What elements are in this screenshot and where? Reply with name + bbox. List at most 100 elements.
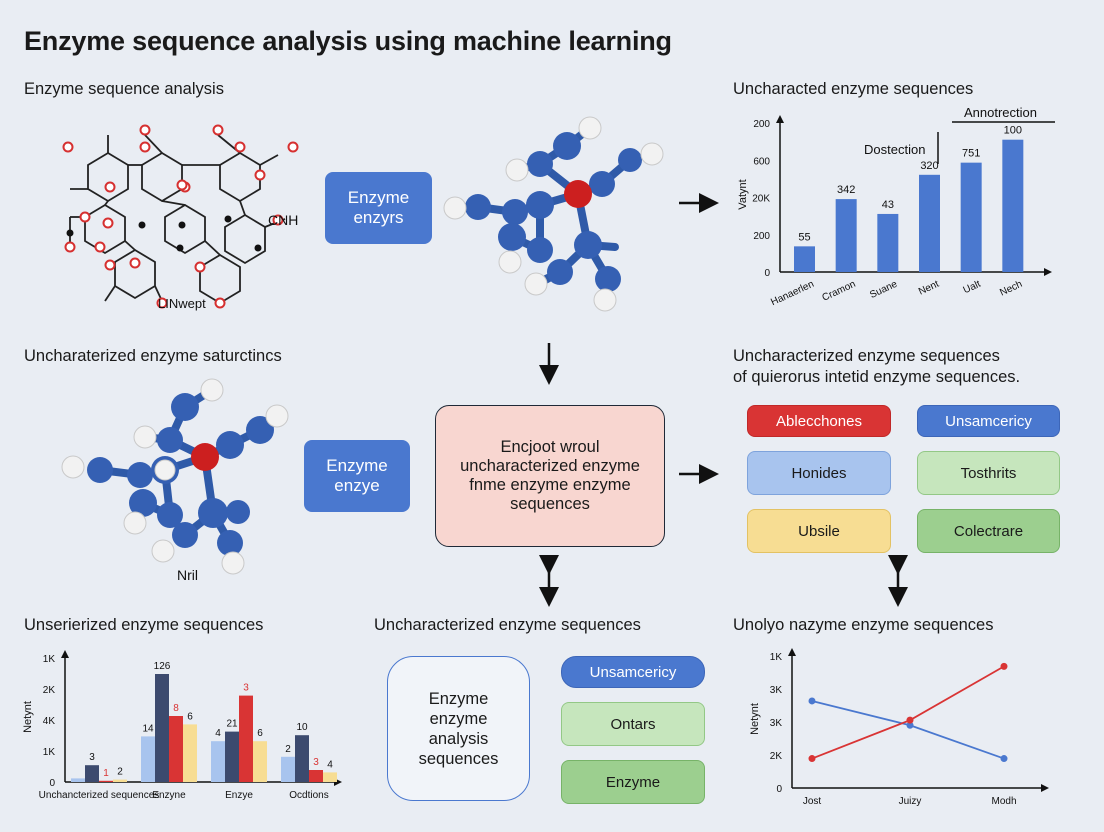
chart3-category-label: Juizy	[899, 796, 922, 807]
chart3-data-point	[1000, 662, 1008, 670]
chart2-value-label: 2	[117, 767, 123, 778]
chart1-value-label: 43	[882, 199, 894, 211]
chart1-y-arrow	[776, 115, 784, 123]
chart2-value-label: 8	[173, 703, 179, 714]
chart1-bar	[960, 162, 982, 272]
center-process-box: Encjoot wroul uncharacterized enzyme fnm…	[435, 405, 665, 547]
chart1-y-tick-label: 20K	[752, 194, 770, 205]
chart3-y-tick-label: 3K	[770, 685, 783, 696]
chart1-category-label: Suane	[868, 279, 899, 301]
ring-7	[114, 248, 156, 300]
chart3-y-tick-label: 3K	[770, 718, 783, 729]
chart1-y-tick-label: 200	[753, 119, 770, 130]
chart2-bar	[169, 716, 183, 782]
chart2-bar	[225, 731, 239, 782]
chart1-value-label: 751	[962, 148, 980, 160]
section-heading-bottom-left: Unserierized enzyme sequences	[24, 616, 264, 634]
ring-5	[164, 203, 206, 255]
chart3-y-arrow	[788, 648, 796, 656]
chart3-data-point	[1000, 755, 1008, 763]
chart2-bar	[155, 674, 169, 782]
chart1-category-label: Nent	[917, 279, 941, 298]
bottom-pill-3: Enzyme	[561, 760, 705, 804]
chart2-value-label: 3	[89, 752, 95, 763]
chart2-value-label: 6	[257, 728, 263, 739]
chart2-bar	[309, 770, 323, 782]
chart2-bar	[141, 736, 155, 782]
molecule-label-nril: Nril	[177, 567, 198, 580]
category-pill-5: Ubsile	[747, 509, 891, 553]
molecule-label-linwept: LINwept	[158, 296, 206, 311]
chart3-data-point	[808, 697, 816, 705]
chart1-y-tick-label: 0	[764, 268, 770, 279]
chart2-bar	[253, 741, 267, 782]
chart2-value-label: 2	[285, 744, 291, 755]
chart1-bar	[919, 174, 940, 272]
chart2-value-label: 126	[154, 661, 171, 672]
analysis-box: Enzyme enzyme analysis sequences	[387, 656, 530, 801]
chart1-category-label: Hanaerlen	[769, 279, 815, 308]
chart2-value-label: 21	[226, 719, 238, 730]
chart2-value-label: 6	[187, 711, 193, 722]
chart1-x-arrow	[1044, 268, 1052, 276]
chart3-series-line	[811, 665, 1005, 760]
section-heading-top-left: Enzyme sequence analysis	[24, 80, 224, 98]
chart3-category-label: Jost	[803, 796, 822, 807]
chart3-series-line	[811, 700, 1005, 760]
chart2-value-label: 4	[327, 759, 333, 770]
chart2-bar	[211, 741, 225, 782]
chart2-value-label: 3	[313, 757, 319, 768]
chart3-x-arrow	[1041, 784, 1049, 792]
chart3-y-tick-label: 2K	[770, 751, 783, 762]
chart2-value-label: 10	[296, 722, 308, 733]
chart1-value-label: 100	[1004, 125, 1022, 137]
chart1-y-tick-label: 600	[753, 156, 770, 167]
chart2-bar	[295, 735, 309, 782]
category-pill-4: Tosthrits	[917, 451, 1060, 495]
chart1-annotation-1: Annotrection	[964, 105, 1037, 120]
chart2-bar	[323, 772, 337, 782]
chart2-value-label: 14	[142, 723, 154, 734]
chart1-bar	[877, 213, 899, 272]
chart3-y-tick-label: 1K	[770, 652, 783, 663]
category-pill-2: Unsamcericy	[917, 405, 1060, 437]
molecule-model-mid: Nril	[61, 378, 289, 580]
chart2-bar	[71, 778, 85, 782]
bar-chart-top-right: 20060020K2000Vatynt55Hanaerlen342Cramon4…	[737, 105, 1055, 308]
chart2-bar	[113, 779, 127, 782]
chart2-bar	[85, 765, 99, 782]
chart1-bar	[794, 246, 815, 272]
chart3-data-point	[808, 755, 816, 763]
chart3-category-label: Modh	[991, 796, 1016, 807]
section-heading-mid-right-1: Uncharacterized enzyme sequences	[733, 347, 1000, 365]
category-pill-1: Ablecchones	[747, 405, 891, 437]
chart2-bar	[183, 724, 197, 782]
chart2-bar	[281, 756, 295, 782]
section-heading-bottom-center: Uncharacterized enzyme sequences	[374, 616, 641, 634]
chart2-y-tick-label: 2K	[43, 685, 56, 696]
chart1-y-tick-label: 200	[753, 231, 770, 242]
chart2-y-arrow	[61, 650, 69, 658]
ring-3	[219, 151, 261, 203]
chart1-category-label: Nech	[998, 279, 1024, 299]
molecule-label-cnh: CNH	[268, 212, 298, 228]
chart1-bar	[1002, 139, 1024, 272]
chart3-data-point	[906, 716, 914, 724]
ring-2	[141, 151, 183, 203]
chart1-value-label: 342	[837, 184, 855, 196]
chemical-structure-diagram: CNH LINwept	[62, 124, 299, 311]
chart2-y-tick-label: 4K	[43, 716, 56, 727]
chart2-category-label: Enzye	[225, 790, 253, 801]
section-heading-top-right: Uncharacted enzyme sequences	[733, 80, 974, 98]
chart2-value-label: 3	[243, 683, 249, 694]
chart1-annotation-2: Dostection	[864, 142, 925, 157]
ring-6	[224, 213, 266, 265]
page-title: Enzyme sequence analysis using machine l…	[24, 26, 672, 56]
chart3-data-point	[906, 721, 914, 729]
chart2-y-axis-label: Netynt	[22, 701, 34, 733]
section-heading-mid-left: Uncharaterized enzyme saturctincs	[24, 347, 282, 365]
chart2-value-label: 1	[103, 768, 109, 779]
